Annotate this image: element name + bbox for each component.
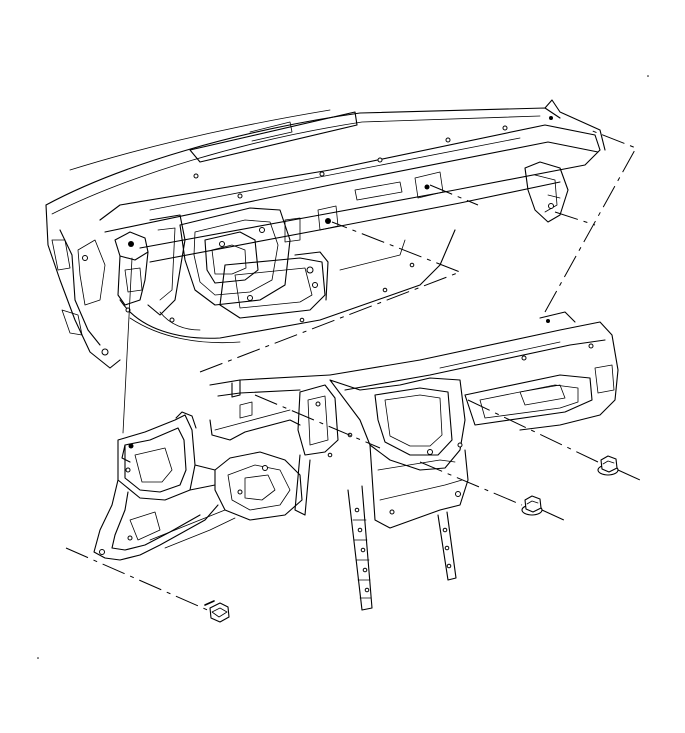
ip-center-nut [521,495,543,516]
hex-flange-nut-icon [521,495,543,516]
assembly-leader-lines [65,129,641,613]
cowl-cross-car-beam [45,99,606,369]
ip-right-nut [597,455,619,476]
instrument-panel-carrier [93,311,619,611]
hex-bolt-icon [204,600,230,623]
hex-flange-nut-icon [597,455,619,476]
ip-support-bolt [204,600,230,623]
